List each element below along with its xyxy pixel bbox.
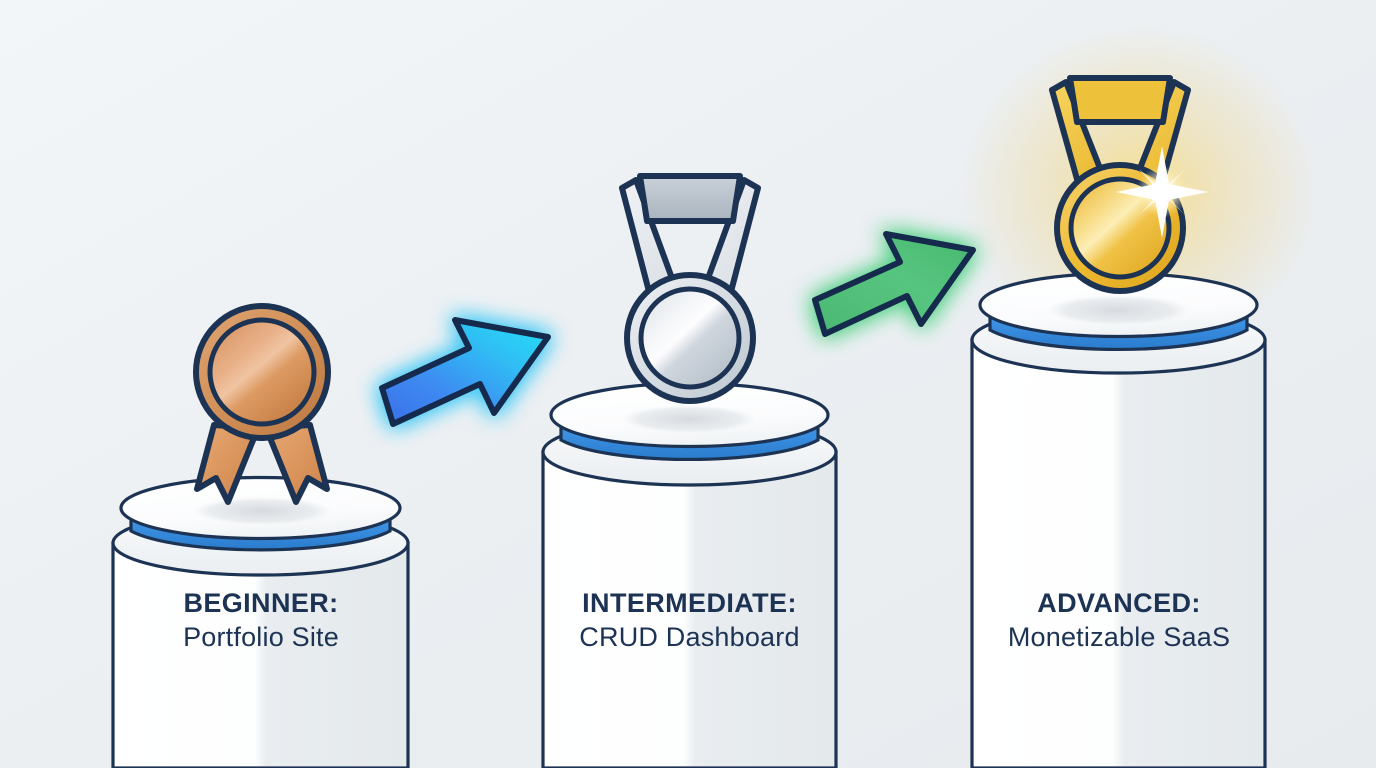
medal-ribbon-top <box>637 173 743 224</box>
medal-ribbon-top <box>1067 75 1173 125</box>
arrow-beginner-to-intermediate[interactable] <box>379 317 551 427</box>
silver-ribbon-medal[interactable] <box>619 173 761 404</box>
podium-intermediate[interactable] <box>541 381 838 768</box>
gold-ribbon-medal[interactable] <box>1049 75 1208 294</box>
medal-inner-disc <box>207 317 317 427</box>
arrow-up-right-icon <box>379 317 551 427</box>
podium-contact-shadow <box>1046 295 1190 325</box>
podium-body <box>111 541 410 768</box>
podium-contact-shadow <box>192 497 332 525</box>
podium-body <box>970 338 1267 768</box>
medal-inner-disc <box>638 286 742 390</box>
sparkle-star-icon <box>1116 146 1208 238</box>
arrow-intermediate-to-advanced[interactable] <box>812 231 976 337</box>
bronze-rosette-medal[interactable] <box>193 303 331 505</box>
arrow-up-right-icon <box>812 231 976 337</box>
podium-advanced[interactable] <box>970 271 1267 768</box>
podium-body <box>541 450 838 768</box>
podium-contact-shadow <box>621 405 757 433</box>
podium-beginner[interactable] <box>111 475 410 768</box>
